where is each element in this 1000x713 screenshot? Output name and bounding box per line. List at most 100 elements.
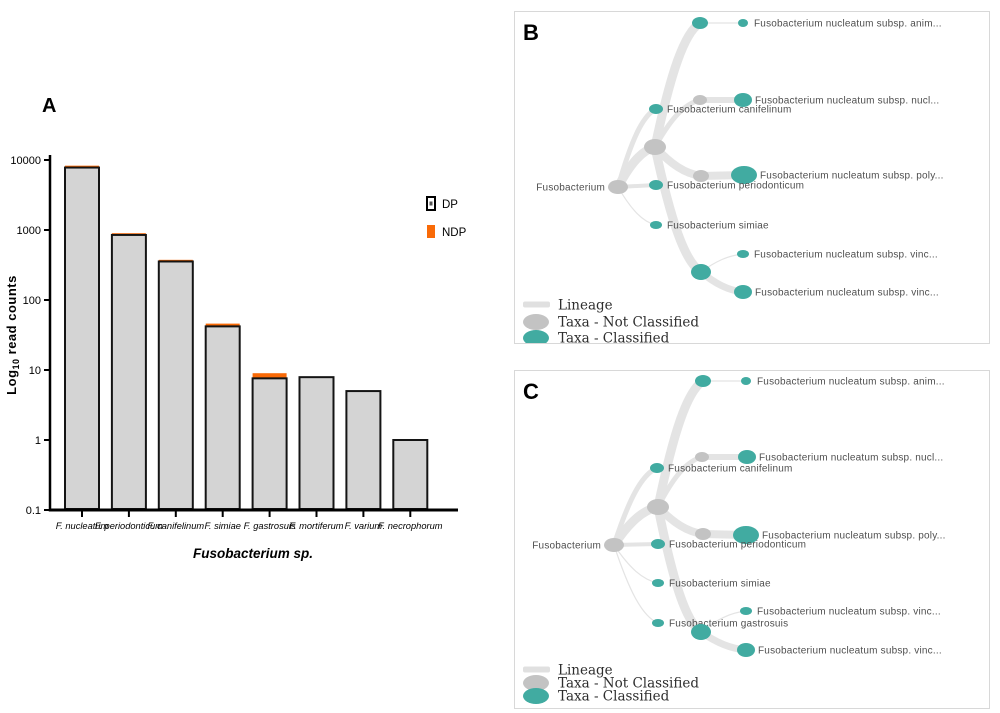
- tree-node: [652, 579, 664, 587]
- tree-node-label: Fusobacterium nucleatum subsp. vinc...: [754, 250, 938, 261]
- tree-node: [733, 526, 759, 544]
- bar-dp: [204, 325, 241, 511]
- legend-label: Lineage: [558, 298, 613, 314]
- tree-node: [734, 93, 752, 107]
- legend-ellipse-swatch: [523, 675, 549, 691]
- x-axis-title: Fusobacterium sp.: [193, 546, 313, 561]
- legend-ellipse-swatch: [523, 330, 549, 343]
- y-tick-label: 1000: [17, 225, 41, 237]
- tree-node-label: Fusobacterium nucleatum subsp. poly...: [760, 171, 944, 182]
- x-tick-label: F. necrophorum: [378, 521, 443, 531]
- legend-ellipse-swatch: [523, 314, 549, 330]
- tree-node: [650, 463, 664, 473]
- tree-node-label: Fusobacterium: [536, 183, 605, 194]
- y-tick-label: 100: [23, 295, 41, 307]
- tree-node: [731, 166, 757, 184]
- tree-node: [652, 619, 664, 627]
- legend-label: Taxa - Classified: [558, 689, 670, 705]
- x-tick-label: F. varium: [345, 521, 383, 531]
- tree-node-label: Fusobacterium simiae: [669, 579, 771, 590]
- y-tick-label: 1: [35, 435, 41, 447]
- tree-node-label: Fusobacterium nucleatum subsp. vinc...: [755, 288, 939, 299]
- tree-node: [740, 607, 752, 615]
- y-axis-title: Log10 read counts: [4, 275, 21, 395]
- panel-a-label: A: [42, 95, 57, 117]
- legend-swatch-dp-mark: [429, 201, 433, 206]
- bar-dp: [251, 377, 288, 510]
- bar-dp: [392, 439, 429, 510]
- tree-edge: [613, 544, 659, 624]
- x-tick-label: F. periodonticum: [95, 521, 163, 531]
- legend-label: NDP: [442, 227, 467, 239]
- tree-node: [649, 180, 663, 190]
- tree-node-label: Fusobacterium nucleatum subsp. anim...: [757, 377, 945, 388]
- tree-node-label: Fusobacterium nucleatum subsp. nucl...: [759, 453, 943, 464]
- bar-dp: [64, 166, 100, 510]
- tree-node-label: Fusobacterium nucleatum subsp. vinc...: [757, 607, 941, 618]
- tree-node: [691, 624, 711, 640]
- tree-node-label: Fusobacterium periodonticum: [667, 181, 804, 192]
- tree-node: [691, 264, 711, 280]
- panel-b-label: B: [523, 20, 539, 45]
- tree-node: [737, 643, 755, 657]
- tree-node: [693, 95, 707, 105]
- x-tick-label: F. gastrosuis: [244, 521, 296, 531]
- bar-ndp: [252, 373, 287, 382]
- legend-line-swatch: [523, 666, 550, 673]
- tree-edge: [650, 18, 705, 152]
- legend-label: DP: [442, 199, 458, 211]
- legend-label: Lineage: [558, 663, 613, 679]
- tree-node-label: Fusobacterium periodonticum: [669, 540, 806, 551]
- x-tick-label: F. mortiferum: [289, 521, 343, 531]
- legend-swatch-ndp: [427, 225, 435, 238]
- y-tick-label: 10: [29, 365, 41, 377]
- tree-node: [738, 19, 748, 27]
- panel-c-label: C: [523, 379, 539, 404]
- tree-node-label: Fusobacterium: [532, 541, 601, 552]
- tree-node: [644, 139, 666, 155]
- tree-node-label: Fusobacterium nucleatum subsp. vinc...: [758, 646, 942, 657]
- tree-node: [604, 538, 624, 552]
- tree-node: [647, 499, 669, 515]
- tree-node: [695, 528, 711, 540]
- tree-node-label: Fusobacterium nucleatum subsp. nucl...: [755, 96, 939, 107]
- x-tick-label: F. canifelinum: [147, 521, 204, 531]
- tree-node: [741, 377, 751, 385]
- bar-dp: [298, 376, 335, 510]
- tree-node: [693, 170, 709, 182]
- tree-edge: [653, 376, 708, 512]
- y-tick-label: 0.1: [26, 505, 41, 517]
- tree-node: [738, 450, 756, 464]
- legend-label: Taxa - Not Classified: [558, 315, 699, 331]
- legend-label: Taxa - Classified: [558, 331, 670, 344]
- tree-node: [649, 104, 663, 114]
- legend-ellipse-swatch: [523, 688, 549, 704]
- tree-node-label: Fusobacterium gastrosuis: [669, 619, 788, 630]
- tree-node: [737, 250, 749, 258]
- tree-node: [695, 452, 709, 462]
- tree-node: [692, 17, 708, 29]
- tree-node-label: Fusobacterium simiae: [667, 221, 769, 232]
- tree-node: [734, 285, 752, 299]
- bar-dp: [110, 233, 147, 510]
- legend-label: Taxa - Not Classified: [558, 676, 699, 692]
- tree-node: [651, 539, 665, 549]
- tree-node-label: Fusobacterium nucleatum subsp. poly...: [762, 531, 946, 542]
- bar-dp: [157, 260, 194, 510]
- tree-node: [608, 180, 628, 194]
- y-tick-label: 10000: [10, 155, 41, 167]
- tree-node: [695, 375, 711, 387]
- tree-node: [650, 221, 662, 229]
- tree-node-label: Fusobacterium nucleatum subsp. anim...: [754, 19, 942, 30]
- x-tick-label: F. simiae: [204, 521, 241, 531]
- tree-node-label: Fusobacterium canifelinum: [668, 464, 793, 475]
- x-tick-label: F. nucleatum: [56, 521, 109, 531]
- bar-dp: [345, 390, 382, 511]
